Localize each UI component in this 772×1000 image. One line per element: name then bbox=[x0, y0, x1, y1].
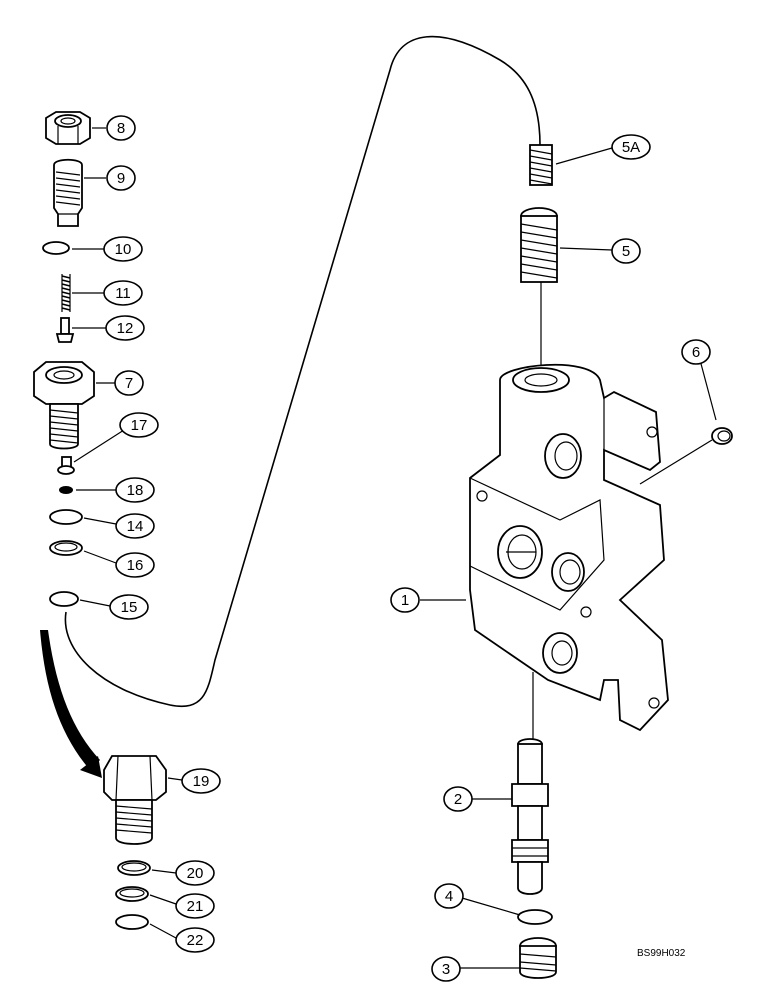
part-16-backup-ring bbox=[49, 540, 83, 556]
svg-text:15: 15 bbox=[121, 599, 138, 616]
svg-text:9: 9 bbox=[117, 170, 125, 187]
callout-14: 14 bbox=[115, 513, 155, 539]
callout-20: 20 bbox=[175, 860, 215, 886]
svg-text:14: 14 bbox=[127, 518, 144, 535]
part-14-o-ring bbox=[49, 509, 83, 525]
part-8-nut bbox=[45, 111, 91, 145]
svg-text:1: 1 bbox=[401, 592, 409, 609]
callout-10: 10 bbox=[103, 236, 143, 262]
callout-17: 17 bbox=[119, 412, 159, 438]
part-11-spring bbox=[61, 274, 71, 312]
svg-text:4: 4 bbox=[445, 888, 453, 905]
part-12-poppet bbox=[55, 317, 75, 343]
assembly-arrow-head bbox=[80, 756, 102, 778]
callout-19: 19 bbox=[181, 768, 221, 794]
svg-text:6: 6 bbox=[692, 344, 700, 361]
callout-4: 4 bbox=[434, 883, 464, 909]
callout-12: 12 bbox=[105, 315, 145, 341]
assembly-arrow bbox=[40, 630, 100, 770]
leader-lines bbox=[72, 127, 717, 969]
svg-text:2: 2 bbox=[454, 791, 462, 808]
part-15-o-ring bbox=[49, 591, 79, 607]
callout-22: 22 bbox=[175, 927, 215, 953]
part-6-plug bbox=[711, 427, 733, 445]
figure-code: BS99H032 bbox=[637, 948, 686, 959]
callout-3: 3 bbox=[431, 956, 461, 982]
part-4-o-ring bbox=[517, 909, 553, 925]
svg-text:21: 21 bbox=[187, 898, 204, 915]
svg-text:5A: 5A bbox=[622, 139, 640, 156]
part-10-o-ring bbox=[42, 241, 70, 255]
svg-text:3: 3 bbox=[442, 961, 450, 978]
callout-8: 8 bbox=[106, 115, 136, 141]
part-7-valve-body bbox=[33, 361, 95, 450]
callout-16: 16 bbox=[115, 552, 155, 578]
part-22-ring bbox=[115, 914, 149, 930]
plug-6-guide-line bbox=[639, 439, 713, 485]
svg-text:11: 11 bbox=[115, 285, 131, 302]
callout-5: 5 bbox=[611, 238, 641, 264]
part-17-pin bbox=[57, 456, 75, 475]
svg-text:20: 20 bbox=[187, 865, 204, 882]
part-18-retainer bbox=[59, 486, 73, 494]
part-19-plug bbox=[103, 755, 167, 845]
part-5a-spring bbox=[529, 144, 553, 186]
part-9-adjuster bbox=[53, 158, 83, 227]
svg-text:22: 22 bbox=[187, 932, 204, 949]
svg-text:16: 16 bbox=[127, 557, 144, 574]
callout-11: 11 bbox=[103, 280, 143, 306]
callout-7: 7 bbox=[114, 370, 144, 396]
svg-text:17: 17 bbox=[131, 417, 148, 434]
svg-text:18: 18 bbox=[127, 482, 144, 499]
callout-18: 18 bbox=[115, 477, 155, 503]
svg-text:5: 5 bbox=[622, 243, 630, 260]
callout-6: 6 bbox=[681, 339, 711, 365]
callout-5a: 5A bbox=[611, 134, 651, 160]
svg-text:12: 12 bbox=[117, 320, 134, 337]
svg-text:8: 8 bbox=[117, 120, 125, 137]
part-2-spool bbox=[511, 738, 549, 895]
callout-21: 21 bbox=[175, 893, 215, 919]
callout-2: 2 bbox=[443, 786, 473, 812]
part-20-ring bbox=[117, 860, 151, 876]
svg-text:19: 19 bbox=[193, 773, 210, 790]
svg-text:10: 10 bbox=[115, 241, 132, 258]
assembly-path-line bbox=[64, 35, 541, 708]
part-21-ring bbox=[115, 886, 149, 902]
callout-9: 9 bbox=[106, 165, 136, 191]
part-1-valve-section bbox=[469, 363, 669, 732]
callout-15: 15 bbox=[109, 594, 149, 620]
part-3-plug bbox=[519, 937, 557, 979]
part-5-spring bbox=[520, 207, 558, 283]
svg-text:7: 7 bbox=[125, 375, 133, 392]
callout-1: 1 bbox=[390, 587, 420, 613]
